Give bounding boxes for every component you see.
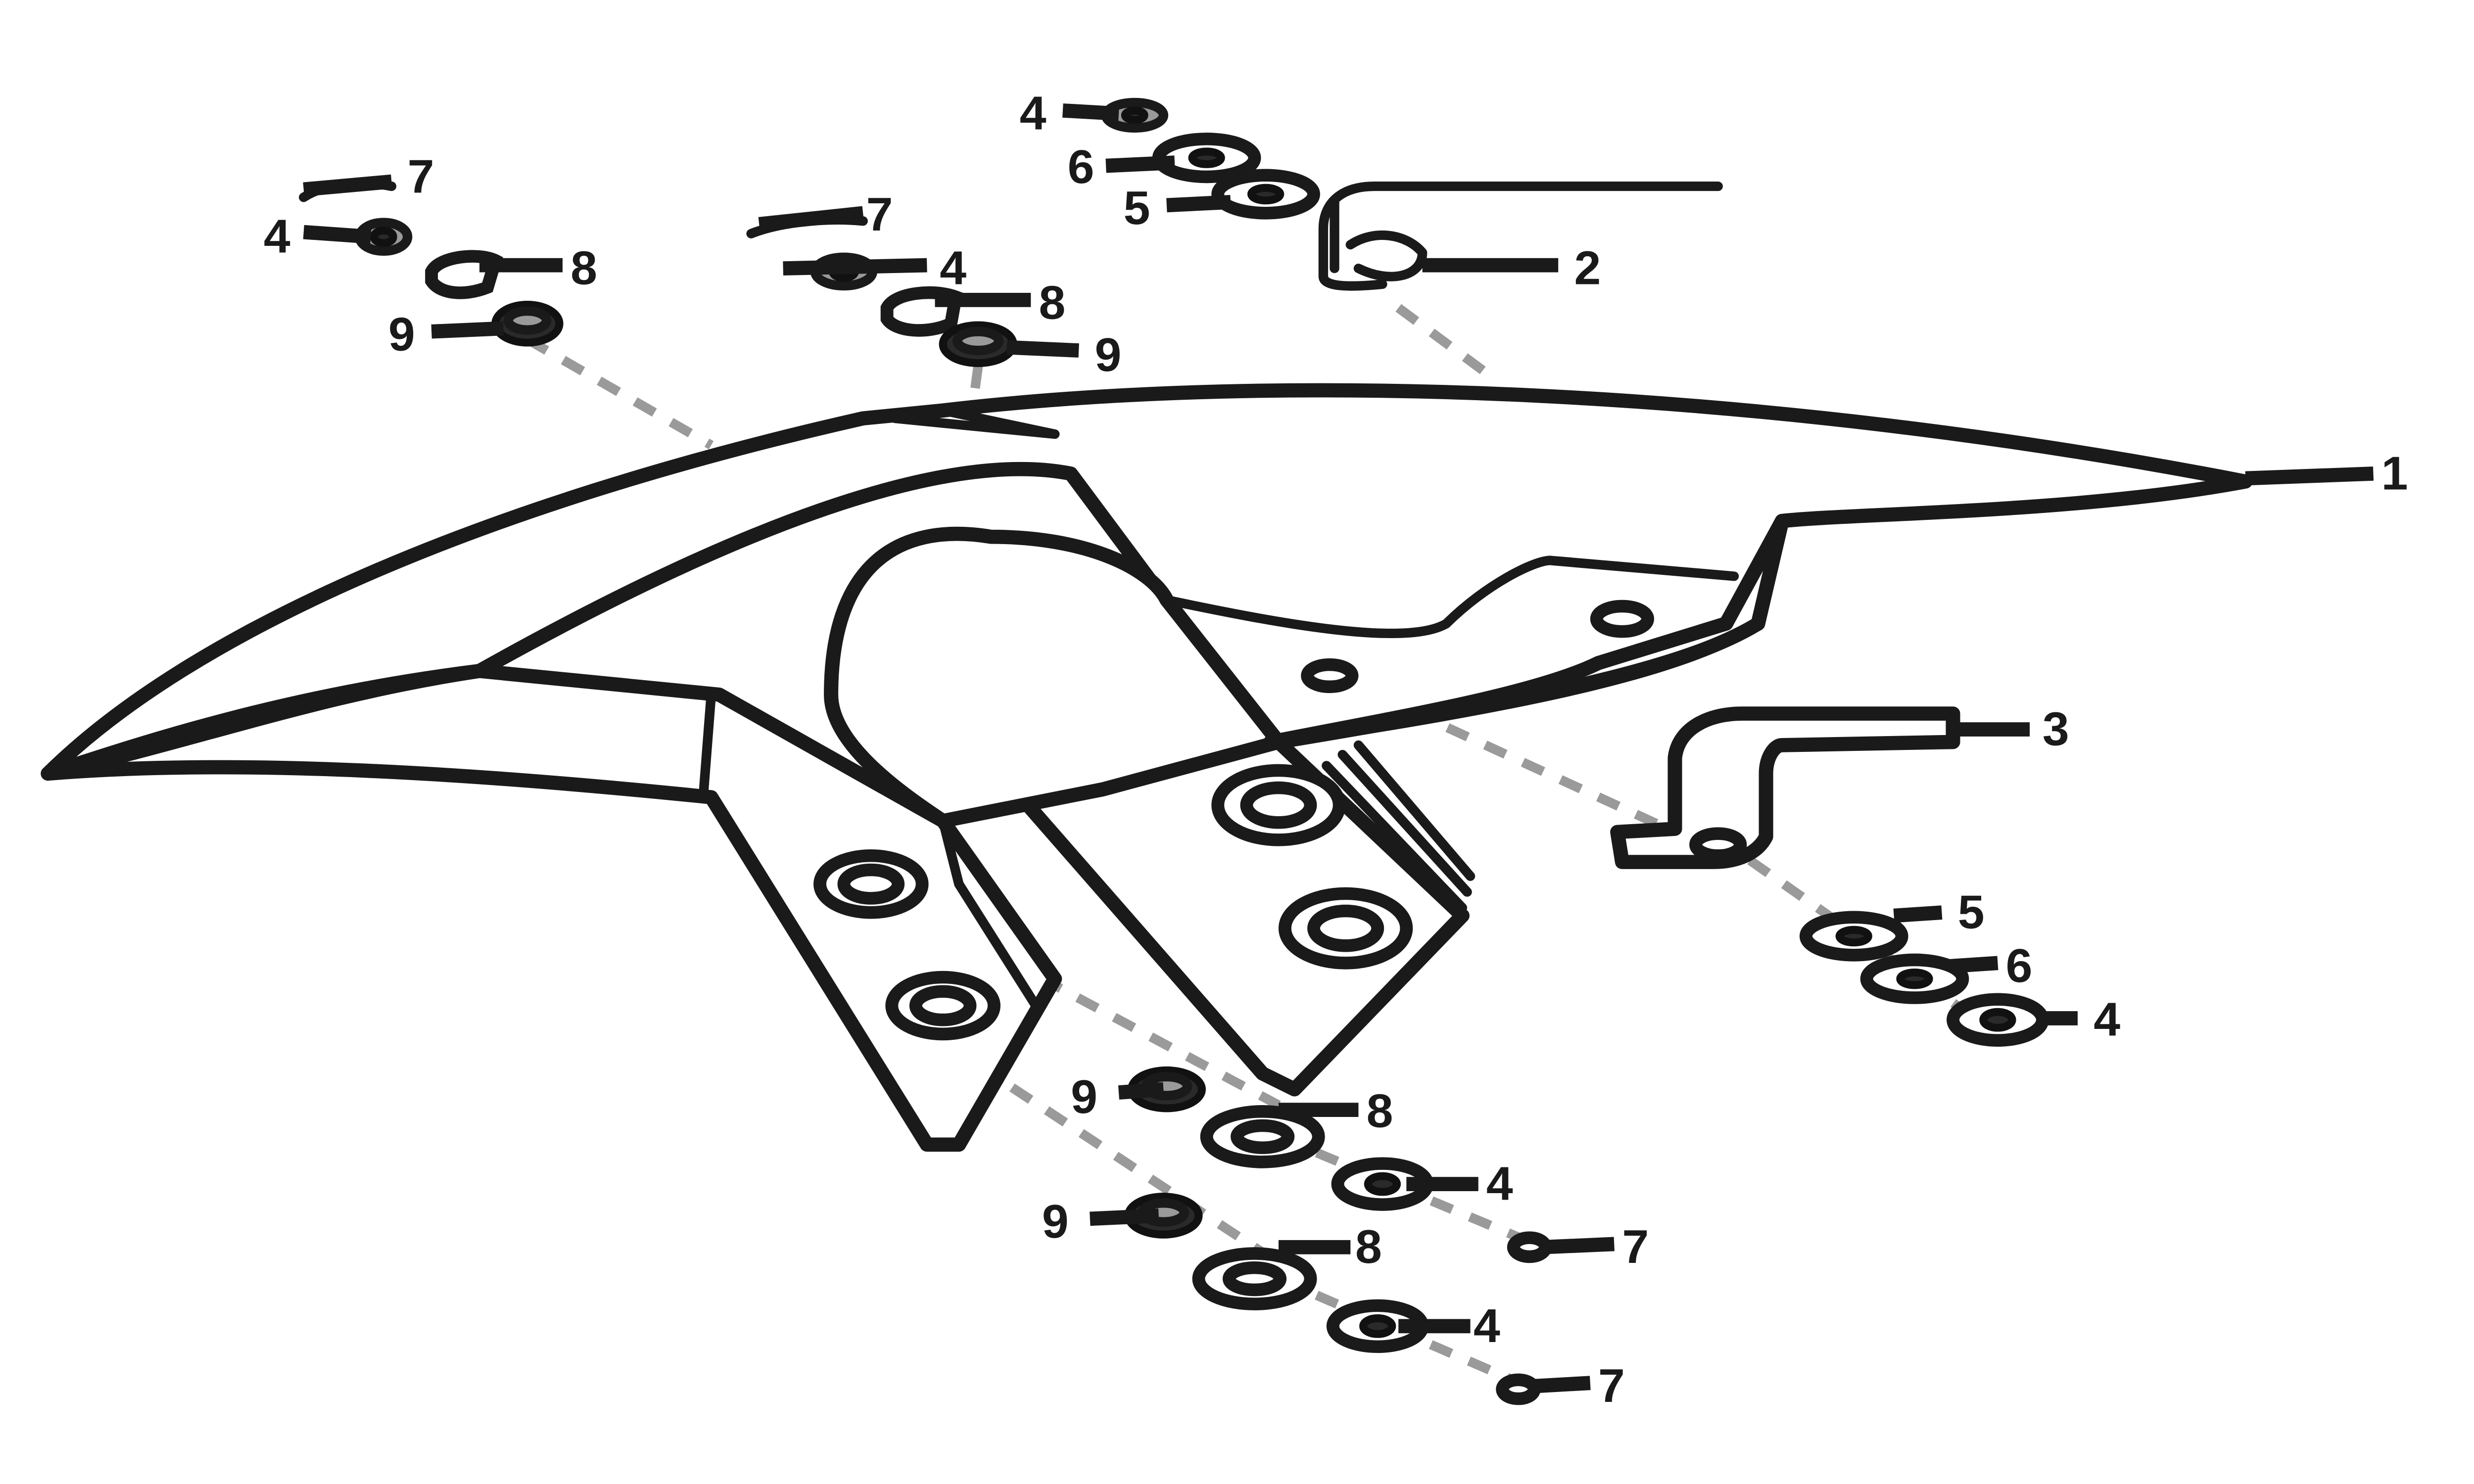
hardware-parts xyxy=(299,97,2049,1405)
callout-8: 8 xyxy=(1039,277,1065,329)
callout-9: 9 xyxy=(388,308,415,361)
callout-1: 1 xyxy=(2381,447,2408,500)
wire-clamp-part xyxy=(1318,182,1723,291)
callout-4: 4 xyxy=(2093,993,2120,1046)
bracket-part xyxy=(1610,706,1960,869)
callout-7: 7 xyxy=(1622,1221,1649,1273)
callout-6: 6 xyxy=(2006,940,2033,992)
callout-4: 4 xyxy=(1474,1299,1500,1352)
callout-labels: 1 2 3 4 4 4 4 4 4 5 5 6 6 7 7 7 7 8 8 8 … xyxy=(264,87,2408,1412)
callout-9: 9 xyxy=(1071,1071,1097,1123)
callout-9: 9 xyxy=(1095,329,1122,381)
callout-5: 5 xyxy=(1958,886,1985,938)
leader-lines xyxy=(303,103,2374,1393)
callout-7: 7 xyxy=(1598,1360,1625,1412)
callout-4: 4 xyxy=(1020,87,1047,139)
callout-4: 4 xyxy=(1486,1158,1513,1210)
callout-4: 4 xyxy=(264,210,290,263)
callout-8: 8 xyxy=(1355,1221,1382,1273)
callout-6: 6 xyxy=(1068,141,1094,193)
callout-2: 2 xyxy=(1574,242,1601,294)
callout-9: 9 xyxy=(1042,1196,1069,1248)
callout-7: 7 xyxy=(866,188,893,240)
callout-3: 3 xyxy=(2043,703,2069,755)
callout-4: 4 xyxy=(940,242,966,294)
callout-8: 8 xyxy=(1367,1085,1393,1137)
front-fender-part xyxy=(41,383,2253,1152)
callout-5: 5 xyxy=(1124,182,1150,234)
callout-7: 7 xyxy=(408,150,434,203)
callout-8: 8 xyxy=(571,242,597,294)
